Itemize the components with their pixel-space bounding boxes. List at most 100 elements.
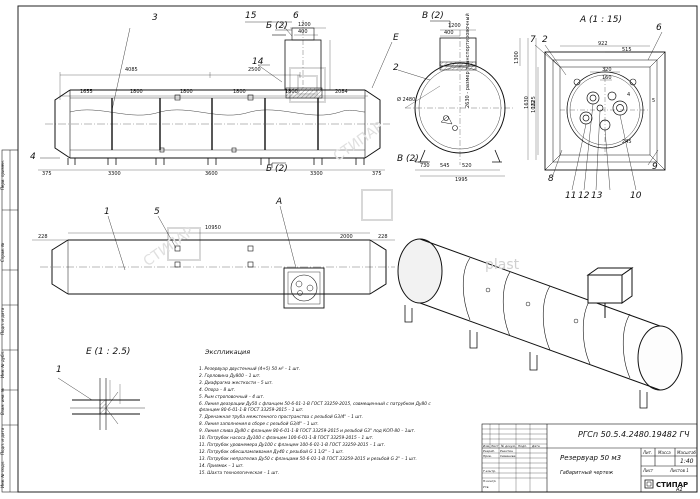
spec-item: 12. Патрубок обесшламливания Ду40 с резь…	[199, 450, 344, 455]
dim: 375	[372, 171, 382, 177]
drawing-name: Резервуар 50 м3	[560, 454, 622, 462]
dim: 520	[462, 163, 472, 169]
side-callout-2: 2	[393, 63, 399, 73]
detail-a-callout: 10	[630, 191, 642, 201]
dim: 922	[598, 41, 608, 47]
dim: 2084	[335, 89, 348, 95]
detail-a-callout: 12	[578, 191, 590, 201]
title-block	[481, 423, 698, 493]
dim: 4085	[125, 67, 138, 73]
callout-e: E	[393, 33, 399, 43]
dim: 730	[420, 163, 430, 169]
spec-item: фланцем 80-6-01-1-В ГОСТ 33259-2015 – 1 …	[199, 408, 304, 413]
col-scale: Масштаб	[677, 450, 697, 455]
strip-label: Справ. №	[0, 242, 5, 262]
tb-row: Изм.	[483, 444, 491, 448]
callout-6: 6	[293, 11, 299, 21]
detail-a-label: А (1 : 15)	[580, 15, 622, 25]
plan-callout-a: A	[276, 197, 283, 207]
spec-item: 3. Диафрагма жесткости – 5 шт.	[199, 381, 273, 386]
dim: 1995	[455, 177, 468, 183]
tb-row: Подп.	[518, 444, 528, 448]
iso-watermark: plast	[485, 257, 520, 273]
tb-row: № докум.	[501, 444, 516, 448]
spec-item: 10. Патрубок насоса Ду100 с фланцем 100-…	[199, 436, 374, 441]
callout-4: 4	[30, 152, 36, 162]
dim: 1200	[298, 22, 311, 28]
dim: 228	[38, 234, 48, 240]
section-b-bottom: Б (2)	[266, 164, 288, 174]
tb-name: Ракитин	[500, 449, 514, 453]
callout-3: 3	[152, 13, 158, 23]
sheets-label: Листов 1	[670, 468, 689, 473]
dim: 1200	[448, 23, 461, 29]
detail-e-callout-1: 1	[56, 365, 62, 375]
drawing-subname: Габаритный чертеж	[560, 470, 614, 476]
spec-title: Экспликация	[205, 348, 251, 356]
sheet-label: Лист	[643, 468, 654, 473]
dim: 1655	[80, 89, 93, 95]
spec-item: 9. Линия слива Ду80 с фланцем 80-6-01-1-…	[199, 429, 416, 434]
col-lit: Лит.	[643, 450, 653, 455]
side-label-bottom: В (2)	[397, 154, 419, 164]
main-view	[38, 20, 393, 171]
spec-item: 13. Патрубок непрателиа Ду50 с фланцами …	[199, 457, 417, 462]
spec-item: 1. Резервуар двустенный (4+5) 50 м³ – 1 …	[199, 367, 301, 372]
col-mass: Масса	[658, 450, 671, 455]
spec-item: 14. Приямок – 1 шт.	[199, 464, 244, 469]
side-diameter: Ø 2480	[397, 97, 416, 103]
tb-role: Н.контр.	[483, 479, 497, 483]
spec-item: 4. Опора – 8 шт.	[199, 388, 236, 393]
tb-name: Семенова	[500, 454, 516, 458]
dim: 1800	[130, 89, 143, 95]
detail-a-view	[534, 31, 666, 191]
strip-label: Перв. примен.	[0, 159, 5, 190]
dim: 10950	[205, 225, 221, 231]
detail-e-label: Е (1 : 2.5)	[86, 347, 131, 357]
dim: 1022	[530, 100, 537, 113]
dim: 1300	[513, 51, 520, 64]
detail-a-callout: 13	[591, 191, 603, 201]
detail-a-callout: 7	[530, 35, 536, 45]
dim: 320	[602, 67, 612, 73]
strip-label: Подп. и дата	[0, 427, 5, 455]
callout-15: 15	[245, 11, 257, 21]
company-logo-text: СТИПАР	[656, 481, 689, 489]
detail-a-callout: 2	[542, 35, 548, 45]
detail-a-callout: 6	[656, 23, 662, 33]
dim: 5	[652, 98, 656, 104]
callout-14: 14	[252, 57, 264, 67]
spec-item: 5. Рым строповочный – 4 шт.	[199, 395, 265, 400]
spec-item: 6. Линия деаэрации Ду50 с фланцем 50-6-0…	[199, 402, 431, 407]
dim: 400	[298, 29, 308, 35]
strip-label: Инв. № подл.	[0, 460, 5, 488]
tb-row: Дата	[532, 444, 540, 448]
dim: 228	[378, 234, 388, 240]
tb-role: Разраб.	[483, 449, 495, 453]
section-b-top: Б (2)	[266, 21, 288, 31]
format-label: А2	[676, 487, 683, 493]
spec-item: 8. Линия заполнения в сборе с резьбой G3…	[199, 422, 319, 427]
tb-role: Пров.	[483, 454, 492, 458]
detail-a-callout: 8	[548, 174, 554, 184]
spec-item: 15. Шахта технологическая – 1 шт.	[199, 471, 280, 476]
dim: 1630	[523, 96, 530, 109]
dim: 1800	[285, 89, 298, 95]
strip-label: Взам. инв. №	[0, 387, 5, 415]
isometric-view	[397, 238, 683, 409]
scale-value: 1:40	[680, 458, 694, 465]
tb-row: Лист	[491, 444, 499, 448]
drawing-code: РГСп 50.5.4.2480.19482 ГЧ	[578, 430, 690, 439]
dim: 545	[440, 163, 450, 169]
dim: 3600	[205, 171, 218, 177]
spec-item: 2. Горловина Ду800 – 1 шт.	[199, 374, 261, 379]
dim: 3300	[310, 171, 323, 177]
dim: 515	[622, 47, 632, 53]
detail-a-callout: 9	[652, 162, 658, 172]
dim: 1800	[180, 89, 193, 95]
spec-item: 7. Дренажная труба межстенного пространс…	[199, 415, 364, 420]
spec-item: 11. Патрубок уровнемера Ду100 с фланцем …	[199, 443, 386, 448]
dim: 2500	[248, 67, 261, 73]
